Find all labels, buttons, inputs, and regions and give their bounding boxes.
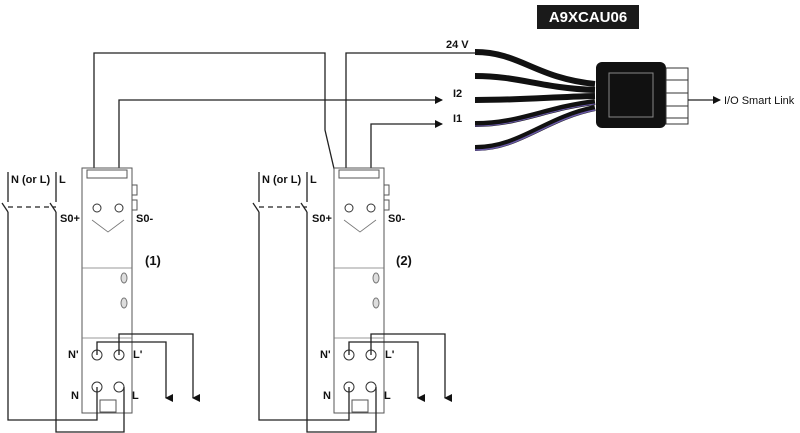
device-1-supply-n: N (or L) bbox=[11, 174, 50, 186]
device-2 bbox=[333, 167, 390, 414]
device-1-n-in: N bbox=[71, 390, 79, 402]
device-2-supply-l: L bbox=[310, 174, 317, 186]
label-i2: I2 bbox=[453, 88, 462, 100]
device-1-l-out: L' bbox=[133, 349, 143, 361]
label-24v: 24 V bbox=[446, 39, 469, 51]
label-io-smart-link: I/O Smart Link bbox=[724, 95, 795, 107]
cable-bundle bbox=[474, 49, 721, 151]
device-1-so-plus: S0+ bbox=[60, 213, 80, 225]
device-1 bbox=[81, 167, 138, 414]
device-1-l-in: L bbox=[132, 390, 139, 402]
label-i1: I1 bbox=[453, 113, 462, 125]
device-2-l-in: L bbox=[384, 390, 391, 402]
device-2-so-minus: S0- bbox=[388, 213, 405, 225]
device-1-n-out: N' bbox=[68, 349, 79, 361]
device-1-so-minus: S0- bbox=[136, 213, 153, 225]
title-badge: A9XCAU06 bbox=[537, 5, 639, 29]
device-1-power-wiring bbox=[1, 172, 200, 433]
device-2-supply-n: N (or L) bbox=[262, 174, 301, 186]
device-2-n-in: N bbox=[323, 390, 331, 402]
connector-pins bbox=[665, 67, 689, 125]
device-1-supply-l: L bbox=[59, 174, 66, 186]
device-2-power-wiring bbox=[252, 172, 452, 433]
title-text: A9XCAU06 bbox=[549, 9, 627, 26]
title-background bbox=[537, 5, 639, 29]
connector-body bbox=[596, 62, 666, 128]
device-2-number: (2) bbox=[396, 253, 412, 268]
device-2-l-out: L' bbox=[385, 349, 395, 361]
device-2-so-plus: S0+ bbox=[312, 213, 332, 225]
device-2-n-out: N' bbox=[320, 349, 331, 361]
device-1-number: (1) bbox=[145, 253, 161, 268]
